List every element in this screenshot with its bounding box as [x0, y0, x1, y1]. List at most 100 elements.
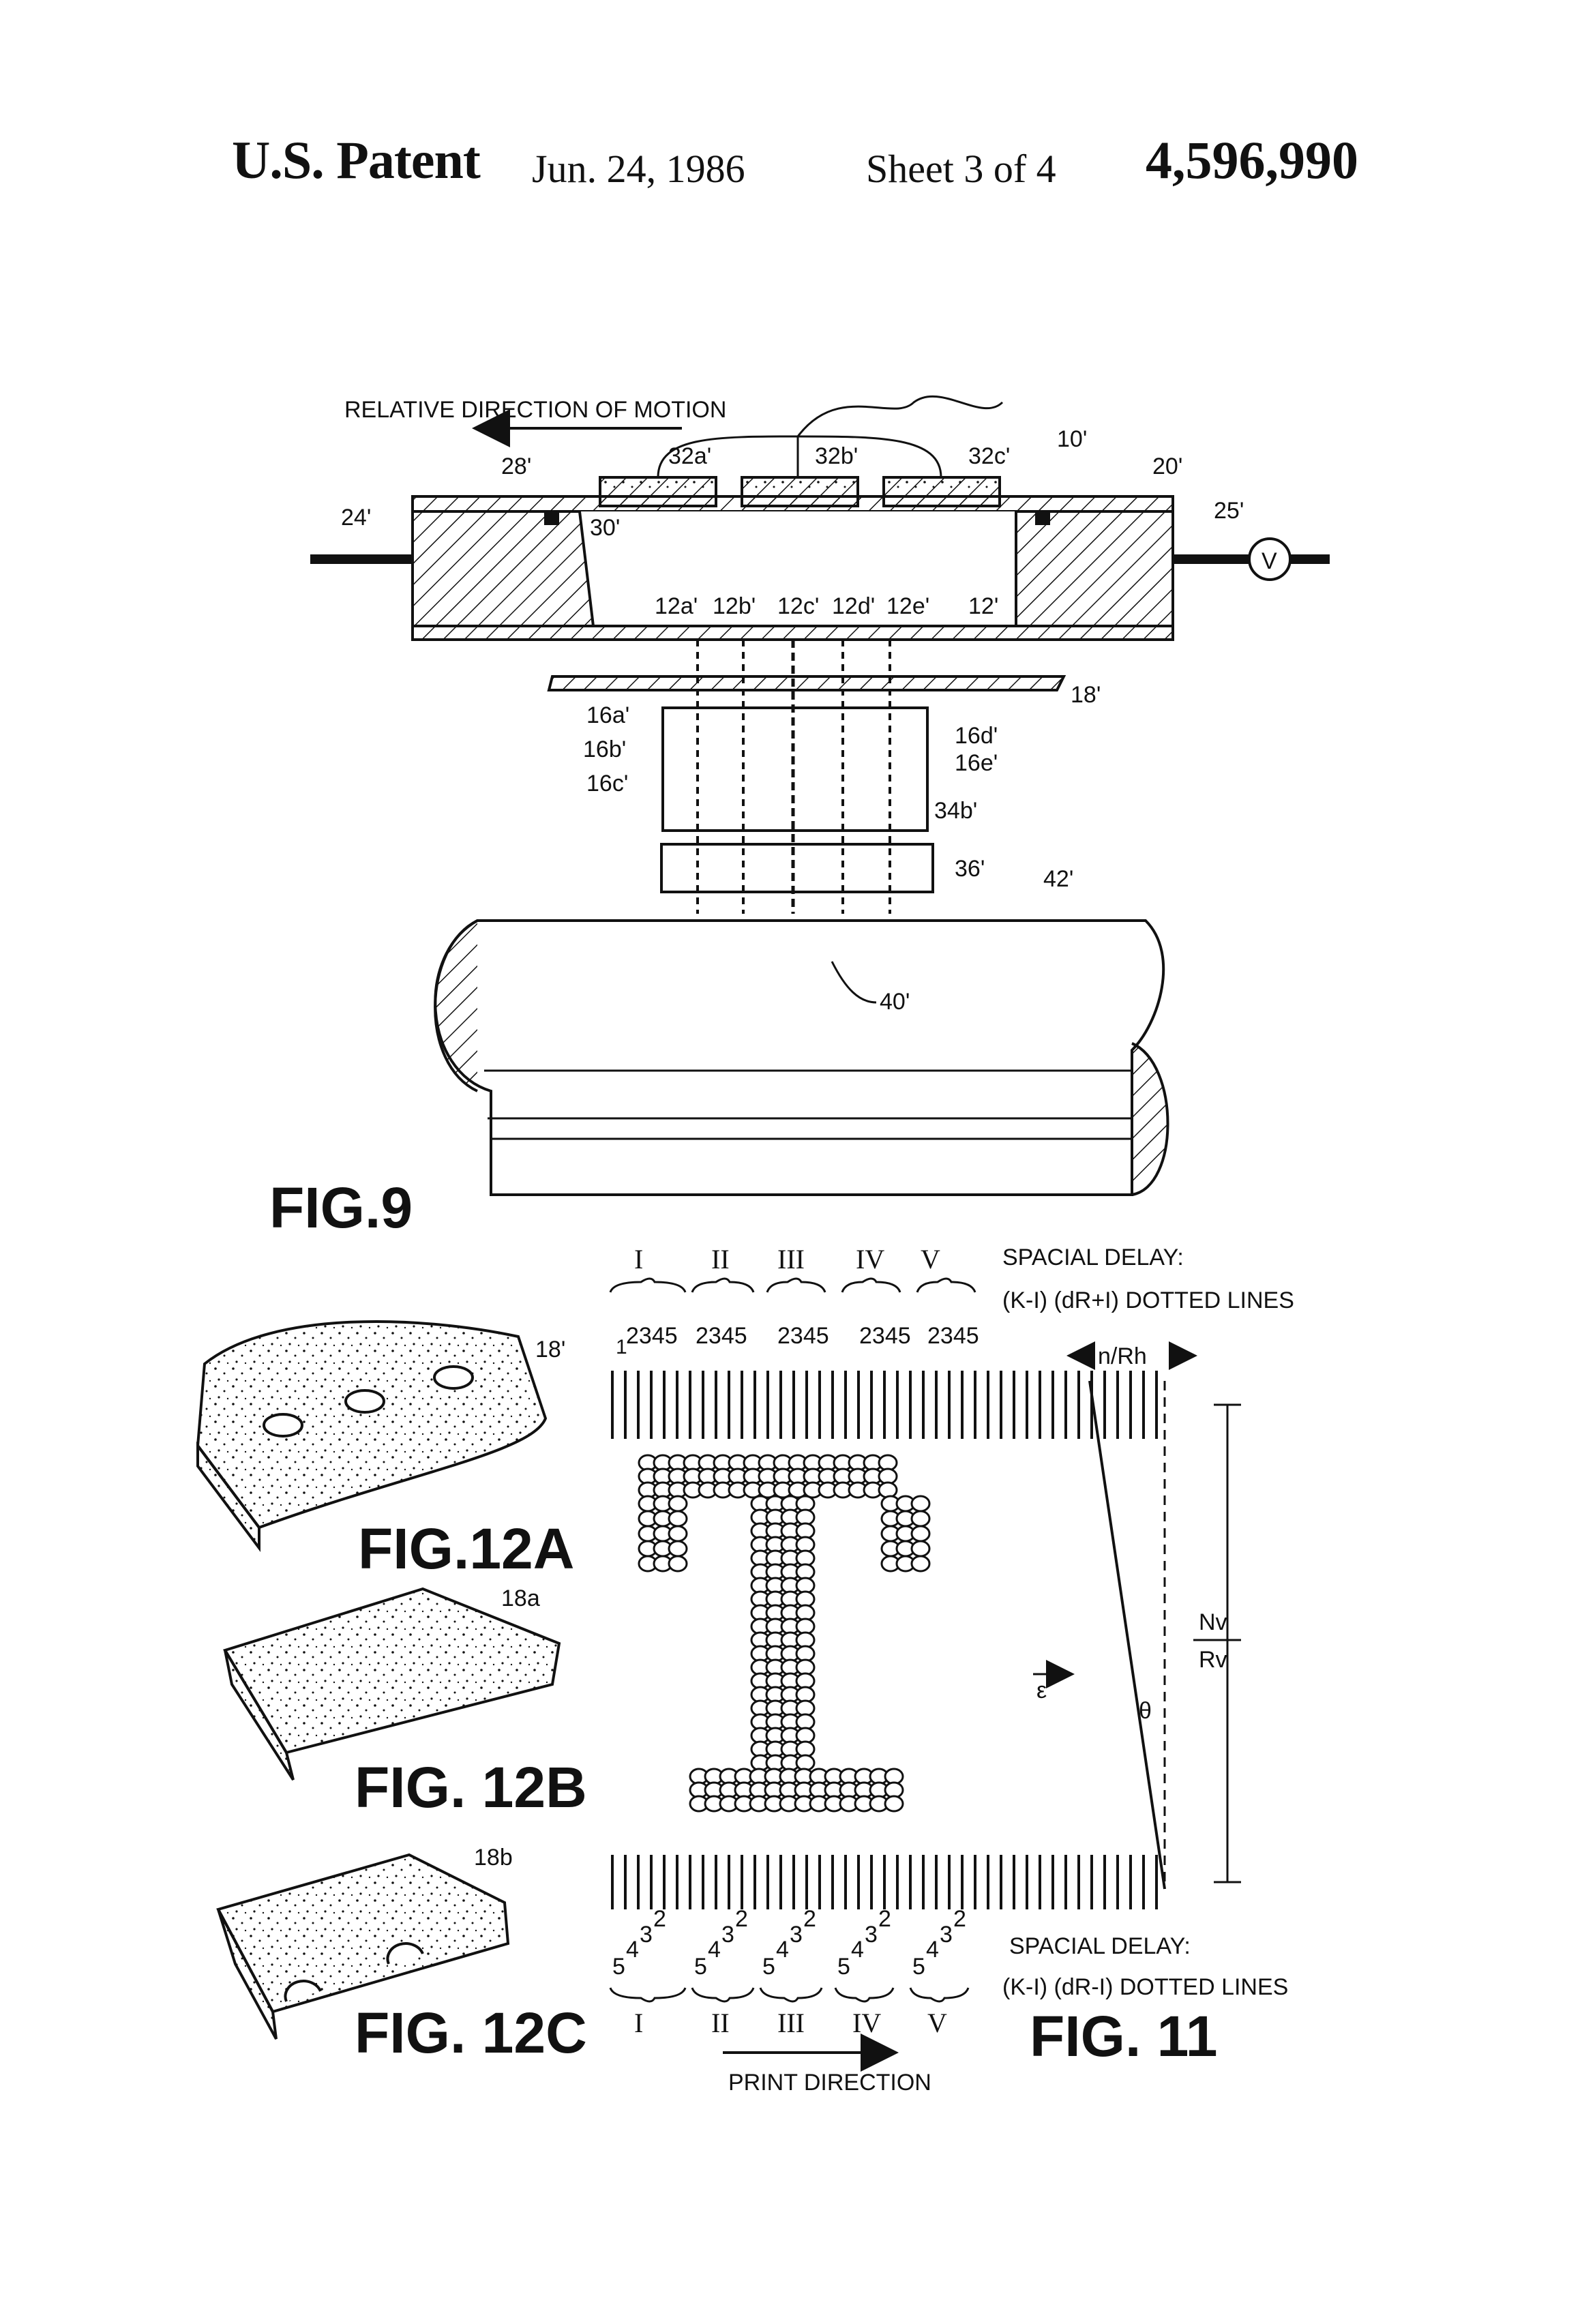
- bot-V-3: 3: [940, 1922, 953, 1948]
- ref-16d: 16d': [955, 723, 998, 749]
- ref-fig12a: 18': [535, 1337, 565, 1362]
- top-delay-formula: (K-I) (dR+I) DOTTED LINES: [1002, 1287, 1294, 1313]
- fig12b-plate: [225, 1589, 559, 1753]
- top-digits-II: 2345: [696, 1323, 747, 1349]
- top-line-comb: [612, 1371, 1156, 1439]
- fig12-group: 18' FIG.12A 18a FIG. 12B 18b FIG. 12C: [198, 1322, 587, 2065]
- top-group-IV: IV: [856, 1244, 884, 1275]
- print-dot: [669, 1496, 687, 1511]
- print-dot: [912, 1541, 929, 1556]
- bot-I-2: 2: [653, 1906, 666, 1932]
- ref-32a: 32a': [668, 443, 711, 469]
- nozzle-plate-18: [549, 676, 1064, 690]
- ref-24: 24': [341, 505, 371, 531]
- ref-12b: 12b': [713, 593, 756, 619]
- electrode-32c-coating: [884, 477, 1000, 490]
- fig12a-hole-1: [264, 1414, 302, 1436]
- ref-36: 36': [955, 856, 985, 882]
- bottom-digit-stairs: 5 4 3 2 5 4 3 2 5 4 3 2 5 4 3 2 5 4 3 2: [612, 1906, 966, 1980]
- wire-coil: [798, 396, 1002, 436]
- ref-16a: 16a': [586, 702, 629, 728]
- bot-IV-4: 4: [851, 1937, 864, 1963]
- top-digits-IV: 2345: [859, 1323, 911, 1349]
- fig12a-caption: FIG.12A: [358, 1517, 574, 1581]
- theta-label: θ: [1139, 1698, 1152, 1724]
- seal-left: [544, 510, 559, 525]
- fig12b-caption: FIG. 12B: [355, 1755, 587, 1819]
- bottom-delay-formula: (K-I) (dR-I) DOTTED LINES: [1002, 1974, 1288, 2000]
- bot-II-4: 4: [708, 1937, 721, 1963]
- print-dot: [912, 1496, 929, 1511]
- bot-group-V: V: [927, 2008, 947, 2038]
- bottom-delay-title: SPACIAL DELAY:: [1009, 1933, 1191, 1959]
- left-block: [413, 511, 593, 626]
- bot-II-3: 3: [721, 1922, 734, 1948]
- electrode-32b-coating: [742, 477, 858, 490]
- ref-12d: 12d': [832, 593, 875, 619]
- relative-motion-label: RELATIVE DIRECTION OF MOTION: [344, 397, 726, 423]
- ref-12: 12': [968, 593, 998, 619]
- ref-18: 18': [1071, 682, 1101, 708]
- printed-letter-t: [639, 1455, 929, 1811]
- ref-42: 42': [1043, 866, 1073, 892]
- bot-V-5: 5: [912, 1954, 925, 1980]
- print-dot: [912, 1556, 929, 1571]
- bot-III-5: 5: [762, 1954, 775, 1980]
- bot-II-5: 5: [694, 1954, 707, 1980]
- print-dot: [669, 1526, 687, 1541]
- bot-group-IV: IV: [852, 2008, 881, 2038]
- block-36: [661, 844, 933, 892]
- rv-label: Rv: [1199, 1647, 1227, 1673]
- top-digits-I: 2345: [626, 1323, 678, 1349]
- ref-16b: 16b': [583, 736, 626, 762]
- print-dot: [669, 1556, 687, 1571]
- lower-plate: [413, 626, 1173, 640]
- fig9-assembly: RELATIVE DIRECTION OF MOTION V: [269, 396, 1330, 1240]
- print-dot: [669, 1511, 687, 1526]
- print-dot: [912, 1526, 929, 1541]
- ref-12c: 12c': [777, 593, 819, 619]
- fig12a-plate: [198, 1322, 546, 1528]
- print-direction-label: PRINT DIRECTION: [728, 2070, 931, 2096]
- fig11-group: I II III IV V 1 2345 2345 2345 2345 2345…: [610, 1244, 1294, 2096]
- bot-I-4: 4: [626, 1937, 639, 1963]
- epsilon-label: ε: [1036, 1678, 1047, 1703]
- fig12a-hole-3: [434, 1367, 473, 1388]
- ref-12e: 12e': [886, 593, 929, 619]
- top-delay-title: SPACIAL DELAY:: [1002, 1245, 1184, 1270]
- bot-IV-3: 3: [865, 1922, 878, 1948]
- bot-III-4: 4: [776, 1937, 789, 1963]
- ref-28: 28': [501, 453, 531, 479]
- slant-line: [1090, 1381, 1165, 1889]
- bot-IV-5: 5: [837, 1954, 850, 1980]
- spacing-label: n/Rh: [1098, 1343, 1147, 1369]
- ref-16c: 16c': [586, 771, 628, 796]
- fig9-caption: FIG.9: [269, 1176, 413, 1240]
- bot-I-5: 5: [612, 1954, 625, 1980]
- top-digits-III: 2345: [777, 1323, 829, 1349]
- bottom-line-comb: [612, 1855, 1156, 1909]
- seal-right: [1035, 510, 1050, 525]
- print-dot: [879, 1483, 897, 1498]
- ref-12a: 12a': [655, 593, 698, 619]
- bot-group-III: III: [777, 2008, 805, 2038]
- bot-V-2: 2: [953, 1906, 966, 1932]
- bot-III-3: 3: [790, 1922, 803, 1948]
- top-group-V: V: [921, 1244, 940, 1275]
- ref-40: 40': [880, 989, 910, 1015]
- ref-34b: 34b': [934, 798, 977, 824]
- top-braces: [610, 1279, 975, 1292]
- bot-I-3: 3: [640, 1922, 653, 1948]
- bot-group-II: II: [711, 2008, 730, 2038]
- fig12c-caption: FIG. 12C: [355, 2001, 587, 2065]
- block-34b: [663, 708, 927, 831]
- ref-20: 20': [1152, 453, 1182, 479]
- voltmeter-label: V: [1262, 548, 1277, 574]
- bot-II-2: 2: [735, 1906, 748, 1932]
- ref-32c: 32c': [968, 443, 1010, 469]
- bot-group-I: I: [634, 2008, 643, 2038]
- drum-42: [435, 921, 1167, 1195]
- nv-label: Nv: [1199, 1609, 1227, 1635]
- electrode-32a-coating: [600, 477, 716, 490]
